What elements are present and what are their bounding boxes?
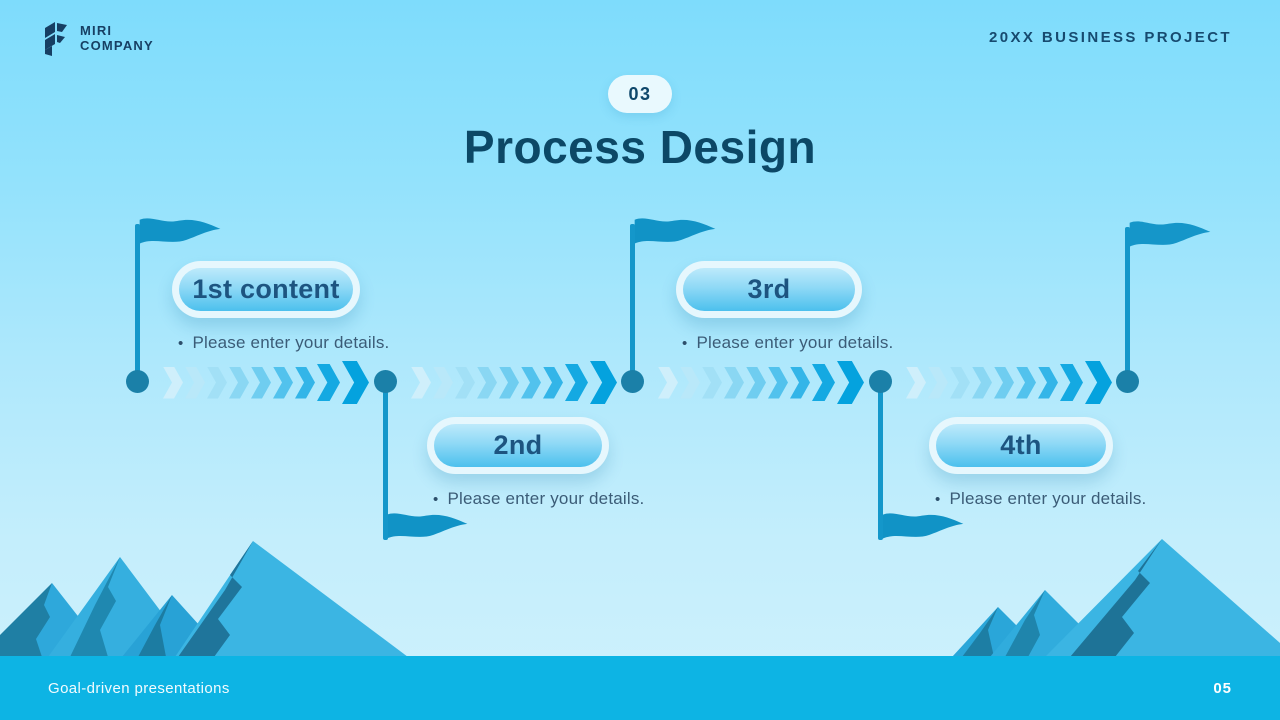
chevron-arrow-icon [658, 366, 678, 399]
milestone-pill: 4th [929, 417, 1113, 474]
milestone-detail-text: Please enter your details. [696, 333, 894, 352]
bullet-dot: • [178, 334, 184, 352]
timeline-node [374, 370, 397, 393]
chevron-arrow-icon [207, 366, 227, 399]
flag-icon [1129, 221, 1211, 247]
chevron-arrow-icon [273, 366, 293, 399]
logo-line2: COMPANY [80, 38, 154, 53]
mountains-right-illustration [952, 539, 1280, 657]
logo-line1: MIRI [80, 23, 113, 38]
milestone-detail-text: Please enter your details. [447, 489, 645, 508]
chevron-arrow-icon [317, 364, 340, 401]
milestone-3: 3rd • Please enter your details. [676, 261, 936, 353]
chevron-arrow-icon [950, 366, 970, 399]
chevron-arrow-icon [1038, 366, 1058, 399]
bullet-dot: • [682, 334, 688, 352]
chevron-arrow-icon [746, 366, 766, 399]
timeline-node [621, 370, 644, 393]
milestone-detail: • Please enter your details. [935, 489, 1189, 509]
milestone-pill: 3rd [676, 261, 862, 318]
milestone-label: 3rd [683, 268, 855, 311]
flagpole [1125, 227, 1130, 374]
milestone-2: 2nd • Please enter your details. [427, 417, 687, 509]
chevron-arrow-icon [342, 361, 369, 404]
chevron-arrow-icon [1060, 364, 1083, 401]
footer-bar: Goal-driven presentations 05 [0, 656, 1280, 720]
milestone-detail: • Please enter your details. [433, 489, 687, 509]
flagpole [630, 224, 635, 374]
milestone-4: 4th • Please enter your details. [929, 417, 1189, 509]
flag-icon [634, 218, 716, 244]
chevron-arrow-icon [590, 361, 617, 404]
chevron-arrow-icon [702, 366, 722, 399]
project-label: 20XX BUSINESS PROJECT [989, 29, 1232, 46]
section-badge: 03 [608, 75, 672, 113]
chevron-arrow-icon [543, 366, 563, 399]
timeline-node [1116, 370, 1139, 393]
chevron-arrow-icon [433, 366, 453, 399]
chevron-group [163, 361, 369, 404]
milestone-pill: 2nd [427, 417, 609, 474]
flag-icon [882, 513, 964, 539]
bullet-dot: • [935, 490, 941, 508]
chevron-arrow-icon [477, 366, 497, 399]
milestone-detail: • Please enter your details. [178, 333, 432, 353]
milestone-label: 4th [936, 424, 1106, 467]
header-logo: MIRI COMPANY [40, 19, 154, 57]
flagpole [878, 390, 883, 540]
chevron-arrow-icon [768, 366, 788, 399]
chevron-arrow-icon [455, 366, 475, 399]
footer-tagline: Goal-driven presentations [48, 679, 230, 697]
chevron-arrow-icon [411, 366, 431, 399]
chevron-arrow-icon [229, 366, 249, 399]
milestone-detail: • Please enter your details. [682, 333, 936, 353]
milestone-detail-text: Please enter your details. [949, 489, 1147, 508]
logo-text: MIRI COMPANY [80, 23, 154, 53]
flag-icon [139, 218, 221, 244]
page-title: Process Design [463, 121, 817, 173]
chevron-arrow-icon [295, 366, 315, 399]
chevron-arrow-icon [251, 366, 271, 399]
chevron-arrow-icon [790, 366, 810, 399]
chevron-arrow-icon [499, 366, 519, 399]
chevron-group [658, 361, 864, 404]
milestone-pill: 1st content [172, 261, 360, 318]
chevron-arrow-icon [724, 366, 744, 399]
chevron-arrow-icon [928, 366, 948, 399]
milestone-detail-text: Please enter your details. [192, 333, 390, 352]
timeline-node [126, 370, 149, 393]
timeline-node [869, 370, 892, 393]
chevron-arrow-icon [972, 366, 992, 399]
milestone-1: 1st content • Please enter your details. [172, 261, 432, 353]
bullet-dot: • [433, 490, 439, 508]
chevron-group [411, 361, 617, 404]
chevron-arrow-icon [163, 366, 183, 399]
page-number: 05 [1213, 679, 1232, 697]
chevron-arrow-icon [680, 366, 700, 399]
milestone-label: 2nd [434, 424, 602, 467]
mountains-left-illustration [0, 541, 408, 657]
chevron-arrow-icon [906, 366, 926, 399]
logo-mark-icon [45, 22, 67, 56]
milestone-label: 1st content [179, 268, 353, 311]
chevron-arrow-icon [1085, 361, 1112, 404]
chevron-group [906, 361, 1112, 404]
flag-icon [386, 513, 468, 539]
chevron-arrow-icon [812, 364, 835, 401]
chevron-arrow-icon [185, 366, 205, 399]
flagpole [383, 390, 388, 540]
chevron-arrow-icon [837, 361, 864, 404]
chevron-arrow-icon [565, 364, 588, 401]
flagpole [135, 224, 140, 374]
chevron-arrow-icon [1016, 366, 1036, 399]
chevron-arrow-icon [994, 366, 1014, 399]
chevron-arrow-icon [521, 366, 541, 399]
